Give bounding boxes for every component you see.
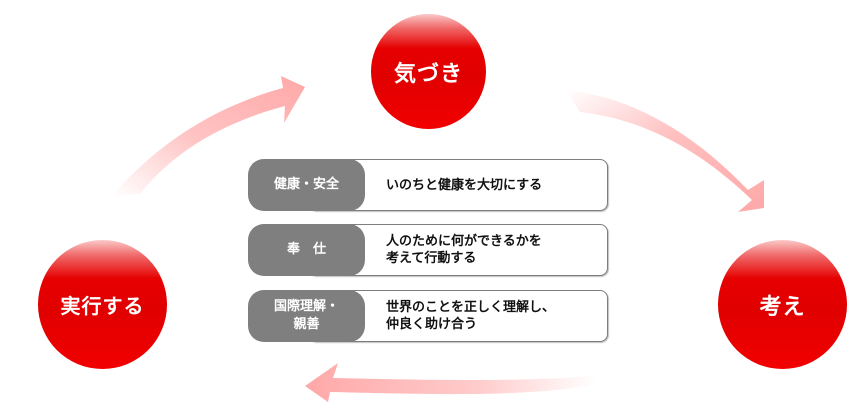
arrow-left-to-top — [112, 76, 305, 196]
value-description: 人のために何ができるかを 考えて行動する — [386, 234, 542, 266]
cycle-node-awareness: 気づき — [371, 14, 486, 129]
cycle-node-label: 実行する — [60, 294, 145, 318]
value-row-service: 奉 仕 人のために何ができるかを 考えて行動する — [248, 224, 608, 276]
value-description: 世界のことを正しく理解し、 仲良く助け合う — [386, 300, 556, 332]
arrow-top-to-right — [566, 90, 764, 212]
value-row-international-friendship: 国際理解・ 親善 世界のことを正しく理解し、 仲良く助け合う — [248, 290, 608, 342]
value-category-label: 国際理解・ 親善 — [248, 290, 365, 342]
value-row-health-safety: 健康・安全 いのちと健康を大切にする — [248, 159, 608, 211]
cycle-node-label: 気づき — [393, 61, 463, 87]
cycle-node-action: 実行する — [38, 240, 167, 369]
value-description: いのちと健康を大切にする — [386, 177, 543, 193]
value-category-label: 奉 仕 — [248, 224, 365, 276]
value-category-label: 健康・安全 — [248, 159, 365, 211]
cycle-node-label: 考え — [759, 294, 806, 320]
cycle-node-thinking: 考え — [718, 240, 847, 369]
arrow-right-to-left — [305, 363, 596, 402]
